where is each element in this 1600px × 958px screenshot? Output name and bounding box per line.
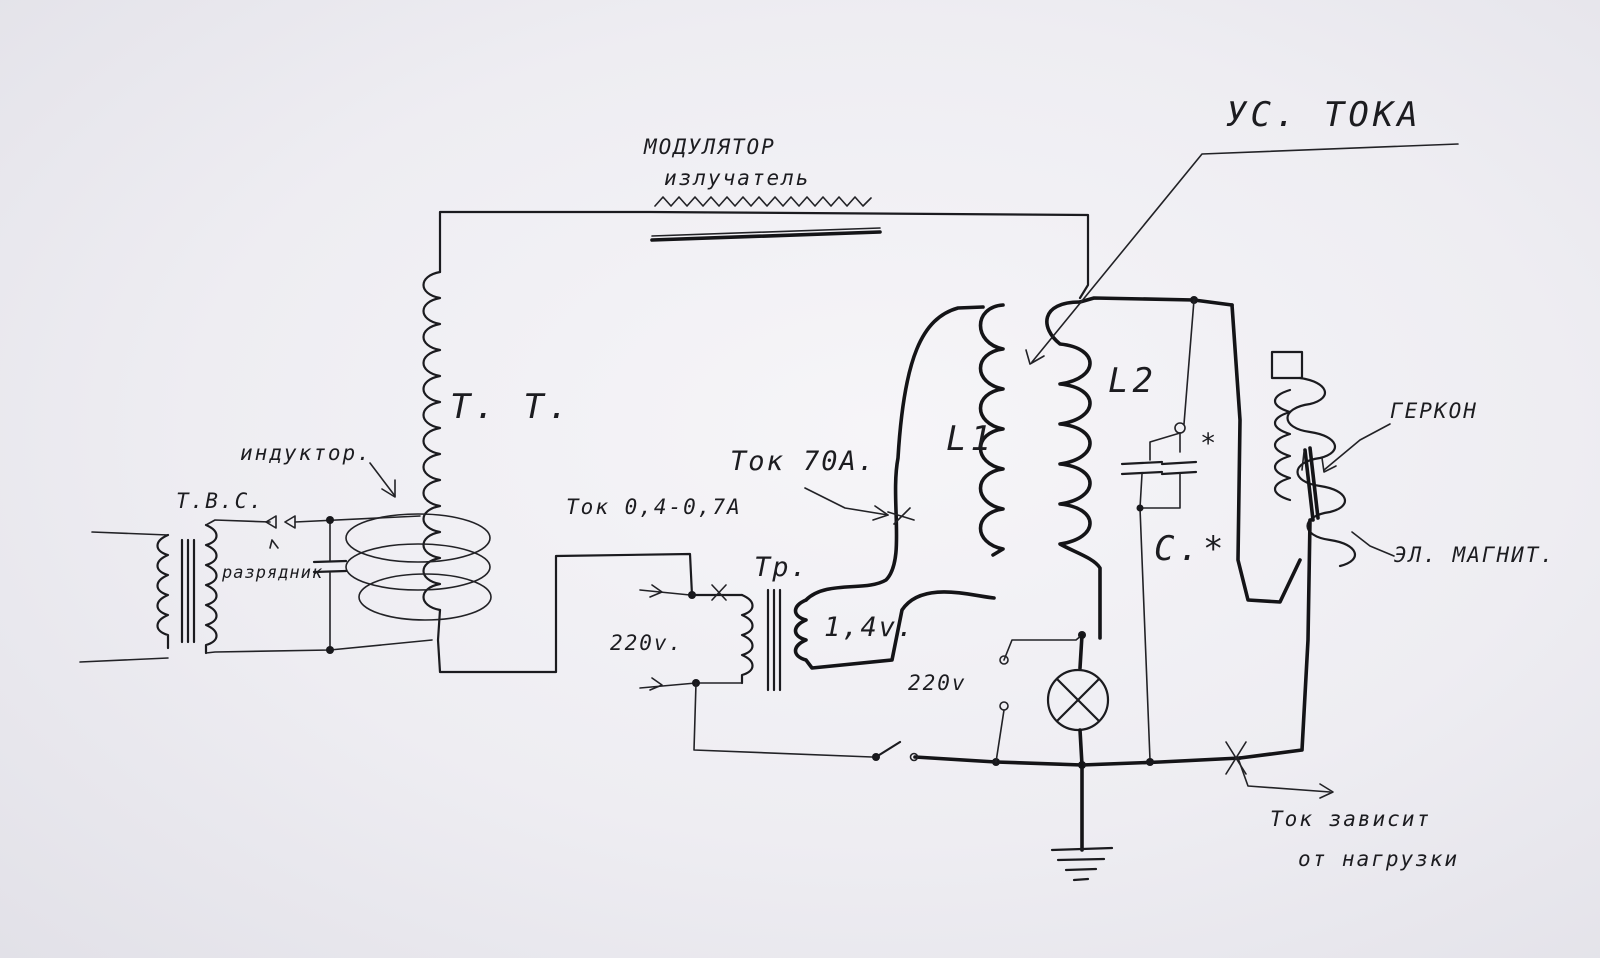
l1-label: L1 — [946, 419, 995, 459]
l1-coil — [978, 303, 1005, 557]
el-magnet-label: ЭЛ. МАГНИТ. — [1394, 543, 1555, 567]
load-current-label-1: Ток зависит — [1270, 807, 1431, 831]
modulator-label: МОДУЛЯТОР — [643, 135, 776, 159]
v220-right-label: 220v — [908, 671, 967, 695]
tvs-label: Т.В.С. — [176, 489, 264, 513]
v220-left-label: 220v. — [610, 631, 683, 655]
tvs-transformer — [79, 519, 433, 663]
tr-label: Тр. — [754, 552, 809, 583]
electromagnet — [1230, 303, 1395, 760]
left-capacitor — [312, 516, 348, 654]
modulator-emitter — [650, 196, 882, 242]
inductor-label: индуктор. — [240, 441, 372, 465]
tt-coil — [422, 270, 694, 674]
ground-symbol — [1050, 763, 1114, 882]
current-70-label: Ток 70А. — [730, 446, 876, 477]
current-amp-label: УС. ТОКА — [1226, 95, 1422, 135]
secondary-1-4v — [793, 305, 996, 670]
lamp — [995, 633, 1110, 767]
spark-gap-label: разрядник — [221, 563, 323, 583]
spark-gap — [265, 515, 421, 549]
current-04-label: Ток 0,4-0,7А — [566, 495, 742, 519]
star-label: * — [1200, 428, 1218, 459]
tt-label: Т. Т. — [450, 387, 572, 427]
switch — [872, 740, 919, 762]
gerkon-label: ГЕРКОН — [1390, 399, 1478, 423]
load-current-label-2: от нагрузки — [1298, 847, 1459, 871]
tr-transformer — [639, 584, 873, 758]
inductor-loops — [345, 462, 492, 621]
c-star-label: С.* — [1154, 529, 1227, 569]
emitter-label: излучатель — [664, 166, 810, 190]
ground-bus — [913, 741, 1334, 799]
v14-label: 1,4v. — [824, 612, 915, 643]
top-wire-loop — [438, 210, 1090, 300]
l2-label: L2 — [1108, 361, 1157, 401]
capacitor-c-star — [1120, 299, 1198, 761]
